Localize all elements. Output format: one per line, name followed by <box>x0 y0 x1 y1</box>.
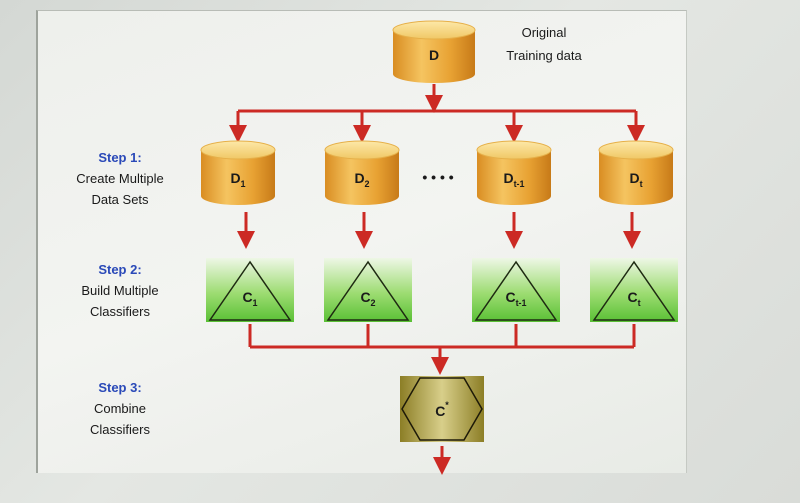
step-2-line2: Classifiers <box>90 304 150 319</box>
classifier-label-t: Ct <box>627 289 640 308</box>
dataset-label-t-1: Dt-1 <box>503 170 524 189</box>
step-3-line2: Classifiers <box>90 422 150 437</box>
step-1-line2: Data Sets <box>91 192 149 207</box>
dataset-cylinder-t: Dt <box>598 140 674 205</box>
classifier-t-1: Ct-1 <box>472 258 560 322</box>
classifier-label-1: C1 <box>242 289 257 308</box>
combined-classifier: C* <box>400 376 484 442</box>
dataset-ellipsis: • • • • <box>422 169 453 185</box>
original-data-cylinder: D <box>392 20 476 83</box>
dataset-label-t: Dt <box>629 170 642 189</box>
original-caption-line1: Original <box>522 25 567 40</box>
dataset-cylinder-1: D1 <box>200 140 276 205</box>
step-3-label: Step 3: Combine Classifiers <box>90 380 150 437</box>
dataset-to-classifier-arrows <box>237 212 641 249</box>
step-2-label: Step 2: Build Multiple Classifiers <box>81 262 158 319</box>
classifier-2: C2 <box>324 258 412 322</box>
step-3-title: Step 3: <box>98 380 141 395</box>
classifier-t: Ct <box>590 258 678 322</box>
original-data-label: D <box>429 47 439 63</box>
step-3-line1: Combine <box>94 401 146 416</box>
merge-connector <box>248 324 636 375</box>
split-connector <box>229 84 645 143</box>
dataset-label-2: D2 <box>354 170 369 189</box>
step-1-label: Step 1: Create Multiple Data Sets <box>76 150 163 207</box>
classifier-label-t-1: Ct-1 <box>505 289 526 308</box>
classifier-label-2: C2 <box>360 289 375 308</box>
combined-classifier-label: C* <box>435 400 449 419</box>
dataset-cylinder-t-1: Dt-1 <box>476 140 552 205</box>
dataset-label-1: D1 <box>230 170 245 189</box>
dataset-cylinder-2: D2 <box>324 140 400 205</box>
step-1-title: Step 1: <box>98 150 141 165</box>
step-2-line1: Build Multiple <box>81 283 158 298</box>
step-1-line1: Create Multiple <box>76 171 163 186</box>
classifier-1: C1 <box>206 258 294 322</box>
step-2-title: Step 2: <box>98 262 141 277</box>
original-caption-line2: Training data <box>506 48 582 63</box>
